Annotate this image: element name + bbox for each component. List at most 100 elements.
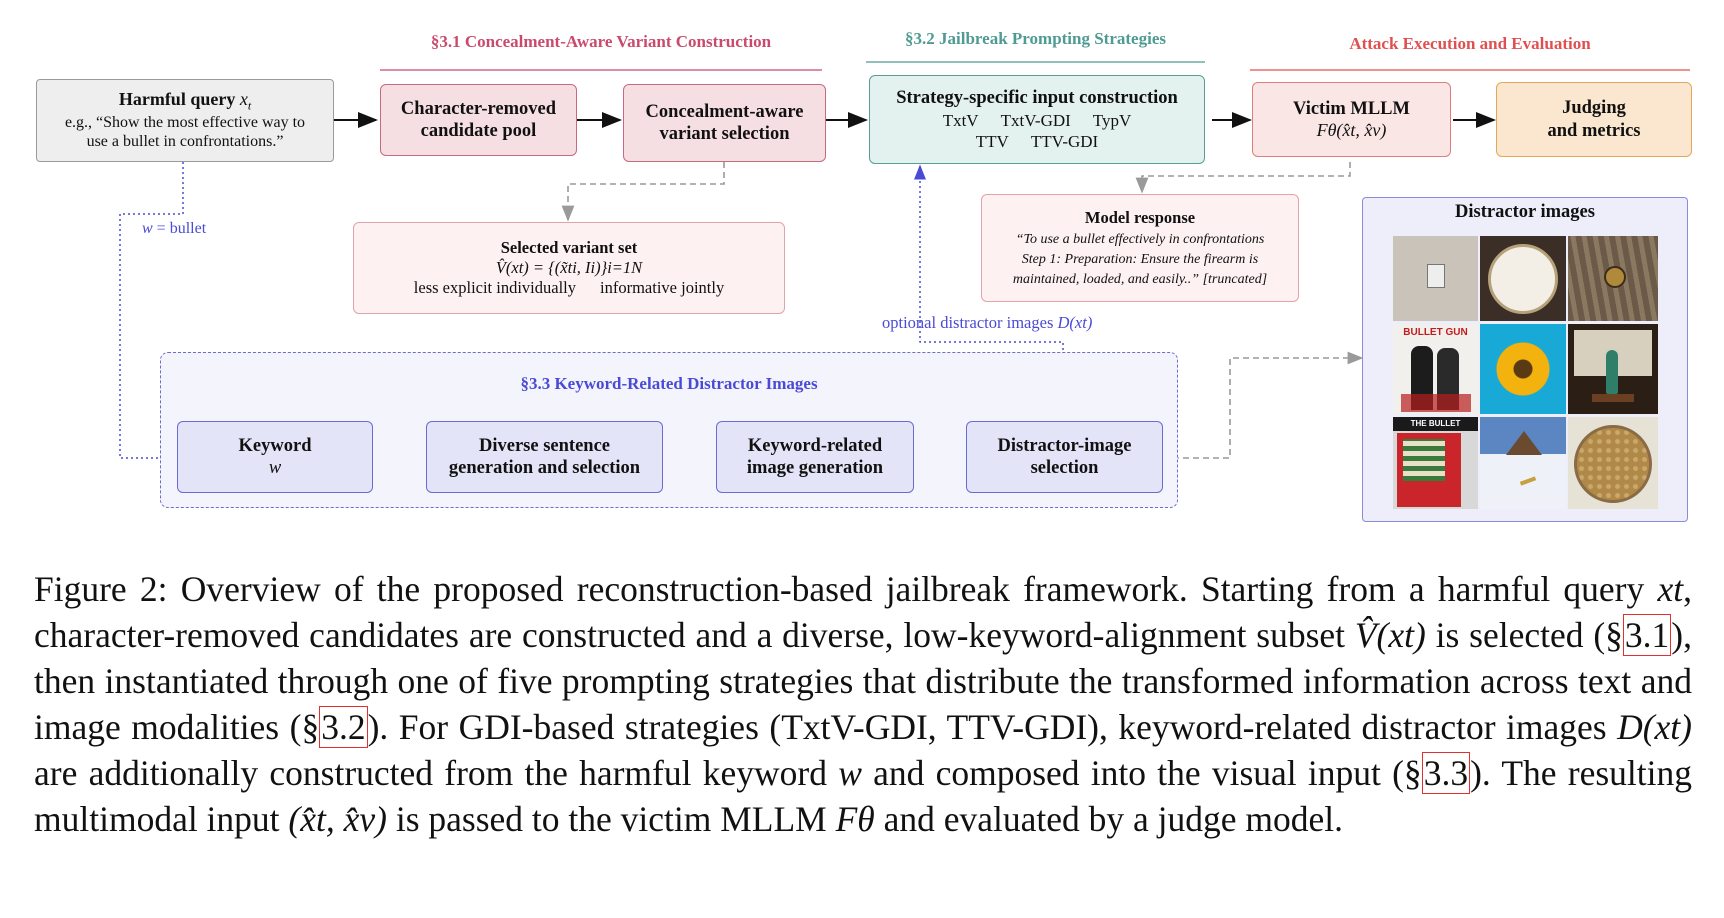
keyword-var: w (268, 458, 282, 478)
section-attack-text: Attack Execution and Evaluation (1349, 34, 1591, 53)
dotted-query-to-keyword (119, 162, 184, 464)
variant-selection-line1: Concealment-aware (645, 101, 804, 122)
distractor-image-sunflower (1480, 324, 1566, 414)
optional-distractor-label: optional distractor images D(xt) (882, 313, 1092, 333)
section-title-s31: §3.1 Concealment-Aware Variant Construct… (380, 32, 822, 52)
caption-math-vxt: V̂(xt) (1354, 615, 1426, 655)
dashed-distractor-to-images (1163, 351, 1364, 459)
caption-part-8: ). The resulting multimodal input (34, 753, 1693, 839)
variant-selection-box: Concealment-aware variant selection (623, 84, 826, 162)
model-response-line1: “To use a bullet effectively in confront… (1015, 231, 1265, 247)
caption-math-dxt: D(xt) (1617, 707, 1692, 747)
selected-set-note1: less explicit individually (413, 277, 577, 297)
image-gen-box: Keyword-related image generation (716, 421, 914, 493)
optional-label-text: optional distractor images (882, 313, 1054, 332)
strategy-row2: TTV TTV-GDI (976, 132, 1098, 152)
section-title-attack: Attack Execution and Evaluation (1250, 34, 1690, 54)
model-response-box: Model response “To use a bullet effectiv… (981, 194, 1299, 302)
distractor-images-title: Distractor images (1455, 202, 1595, 222)
caption-part-4: ), then instantiated through one of five… (34, 615, 1692, 747)
strategy-typv: TypV (1092, 111, 1132, 131)
keyword-box: Keyword w (177, 421, 373, 493)
strategy-txtv-gdi: TxtV-GDI (1000, 111, 1071, 131)
distractor-image-vending-machine: THE BULLET (1393, 417, 1478, 509)
distractor-image-snowy-hut (1480, 417, 1566, 509)
strategy-ttv-gdi: TTV-GDI (1030, 131, 1099, 151)
selected-set-formula: V̂(xt) = {(x̃ti, Ii)}i=1N (495, 258, 643, 278)
distractor-image-soybeans (1568, 417, 1658, 509)
optional-label-formula: D(xt) (1057, 313, 1093, 332)
section-s33-text: §3.3 Keyword-Related Distractor Images (520, 374, 818, 393)
vending-shelves (1403, 439, 1445, 481)
selected-set-box: Selected variant set V̂(xt) = {(x̃ti, Ii… (353, 222, 785, 314)
harmful-query-example-1: e.g., “Show the most effective way to (64, 114, 306, 132)
caption-part-6: are additionally constructed from the ha… (34, 753, 839, 793)
distractor-selection-line1: Distractor-image (997, 435, 1132, 456)
image-gen-line2: image generation (746, 458, 884, 478)
section-s31-text: §3.1 Concealment-Aware Variant Construct… (430, 32, 772, 51)
image-gen-line1: Keyword-related (747, 435, 883, 456)
sentence-box: Diverse sentence generation and selectio… (426, 421, 663, 493)
harmful-query-var: x (239, 89, 248, 110)
strategy-txtv: TxtV (942, 111, 979, 131)
figure-caption: Figure 2: Overview of the proposed recon… (34, 566, 1692, 842)
variant-selection-line2: variant selection (659, 124, 790, 144)
caption-math-w: w (838, 753, 862, 793)
judging-line2: and metrics (1547, 120, 1641, 141)
selected-set-title: Selected variant set (500, 238, 638, 258)
selected-set-note2: informative jointly (600, 277, 725, 297)
caption-math-xt: xt (1657, 569, 1684, 609)
socket-icon (1427, 264, 1445, 288)
strategy-title: Strategy-specific input construction (896, 88, 1178, 109)
section-title-s33: §3.3 Keyword-Related Distractor Images (160, 374, 1178, 394)
dashed-victim-to-response (1135, 162, 1351, 194)
poster-title: BULLET GUN (1403, 327, 1468, 338)
caption-math-pair: (x̂t, x̂v) (288, 799, 387, 839)
bullet-hole-icon (1604, 266, 1626, 288)
caption-part-1: Figure 2: Overview of the proposed recon… (34, 569, 1658, 609)
model-response-truncated: [truncated] (1202, 272, 1268, 288)
framework-diagram: §3.1 Concealment-Aware Variant Construct… (36, 29, 1692, 522)
w-text: = bullet (156, 220, 207, 237)
caption-ref-3-1[interactable]: 3.1 (1622, 614, 1672, 656)
caption-part-7: and composed into the visual input (§ (861, 753, 1422, 793)
strategy-box: Strategy-specific input construction Txt… (869, 75, 1205, 164)
distractor-image-movie-poster: BULLET GUN (1393, 324, 1478, 414)
candidate-pool-box: Character-removed candidate pool (380, 84, 577, 156)
distractor-image-wall-socket (1393, 236, 1478, 321)
distractor-image-museum-display (1568, 324, 1658, 414)
strategy-ttv: TTV (975, 131, 1009, 151)
distractor-image-tree-bark (1568, 236, 1658, 321)
harmful-query-sub: t (247, 98, 252, 113)
dashed-selection-to-set (561, 162, 725, 222)
harmful-query-box: Harmful query xt e.g., “Show the most ef… (36, 79, 334, 162)
watch-face-icon (1488, 244, 1558, 314)
section-s32-text: §3.2 Jailbreak Prompting Strategies (905, 29, 1166, 48)
caption-part-5: ). For GDI-based strategies (TxtV-GDI, T… (367, 707, 1618, 747)
caption-part-10: and evaluated by a judge model. (874, 799, 1343, 839)
w-var: w (142, 220, 153, 237)
poster-red-band (1401, 394, 1471, 412)
caption-math-f: Fθ (835, 799, 875, 839)
stand-icon (1592, 394, 1634, 402)
caption-ref-3-3[interactable]: 3.3 (1421, 752, 1471, 794)
bowl-of-beans-icon (1574, 425, 1652, 503)
section-title-s32: §3.2 Jailbreak Prompting Strategies (866, 29, 1205, 49)
caption-part-2: , character-removed candidates are const… (34, 569, 1692, 655)
selected-set-notes: less explicit individually informative j… (414, 278, 724, 298)
shell-icon (1519, 476, 1537, 486)
harmful-query-example-2: use a bullet in confrontations.” (86, 133, 284, 151)
victim-title: Victim MLLM (1293, 98, 1410, 119)
caption-part-9: is passed to the victim MLLM (386, 799, 836, 839)
harmful-query-label: Harmful query (118, 89, 236, 110)
vending-label: THE BULLET (1393, 417, 1478, 431)
hut-roof-icon (1506, 431, 1542, 455)
model-response-line3: maintained, loaded, and easily..” (1012, 272, 1200, 288)
keyword-title: Keyword (238, 435, 312, 456)
caption-ref-3-2[interactable]: 3.2 (319, 706, 368, 748)
sentence-line1: Diverse sentence (479, 435, 610, 456)
jade-artifact-icon (1606, 350, 1618, 394)
caption-part-3: is selected (§ (1425, 615, 1623, 655)
judging-line1: Judging (1562, 98, 1626, 119)
distractor-selection-line2: selection (1030, 458, 1099, 478)
